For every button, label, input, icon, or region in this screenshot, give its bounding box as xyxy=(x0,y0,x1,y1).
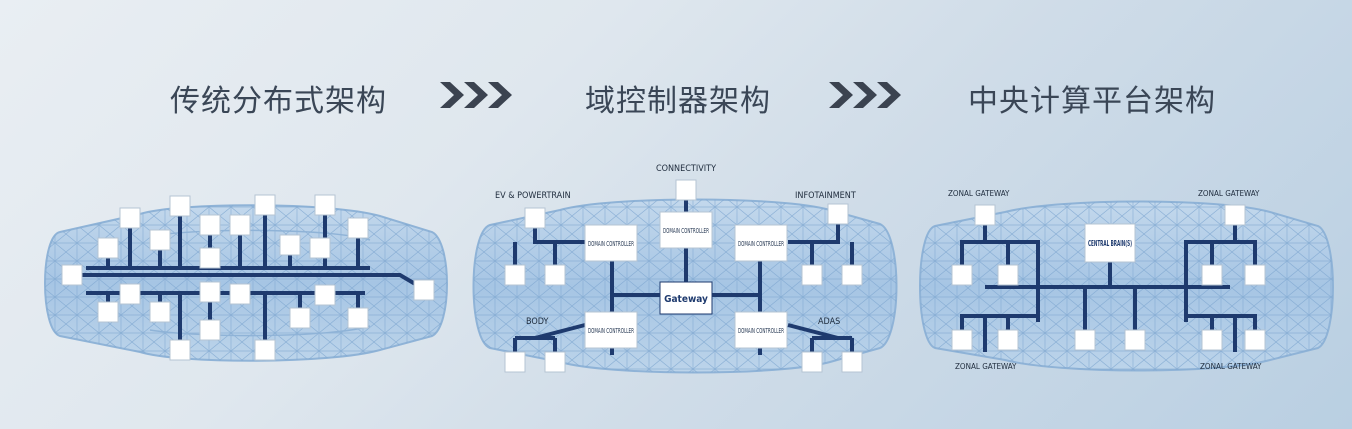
label-zonal-gateway: ZONAL GATEWAY xyxy=(1198,189,1260,198)
label-zonal-gateway: ZONAL GATEWAY xyxy=(955,362,1017,371)
car-body-distributed xyxy=(44,204,448,362)
ecu-nodes-central xyxy=(951,204,1266,351)
label-zonal-gateway: ZONAL GATEWAY xyxy=(1200,362,1262,371)
label-body: BODY xyxy=(526,317,549,327)
label-connectivity: CONNECTIVITY xyxy=(656,164,716,174)
central-brain-label: CENTRAL BRAIN(S) xyxy=(1088,239,1132,248)
bus-network-central xyxy=(960,216,1257,352)
ecu-nodes-distributed xyxy=(61,194,435,361)
domain-controller-boxes xyxy=(584,211,788,349)
triple-chevron-right-icon xyxy=(829,82,901,108)
label-ev-powertrain: EV & POWERTRAIN xyxy=(495,191,571,201)
label-adas: ADAS xyxy=(818,317,840,327)
stage-title-central: 中央计算平台架构 xyxy=(968,84,1216,119)
label-infotainment: INFOTAINMENT xyxy=(795,191,856,201)
central-brain-box xyxy=(1084,223,1136,263)
ecu-nodes-domain xyxy=(504,179,863,373)
gateway-label: Gateway xyxy=(664,294,708,305)
label-zonal-gateway: ZONAL GATEWAY xyxy=(948,189,1010,198)
stage-title-domain: 域控制器架构 xyxy=(585,84,771,119)
domain-controller-label: DOMAIN CONTROLLER xyxy=(588,240,634,248)
domain-controller-label: DOMAIN CONTROLLER xyxy=(738,240,784,248)
domain-controller-label: DOMAIN CONTROLLER xyxy=(738,327,784,335)
domain-controller-label: DOMAIN CONTROLLER xyxy=(663,227,709,235)
stage-title-distributed: 传统分布式架构 xyxy=(170,84,387,119)
domain-controller-label: DOMAIN CONTROLLER xyxy=(588,327,634,335)
triple-chevron-right-icon xyxy=(440,82,512,108)
